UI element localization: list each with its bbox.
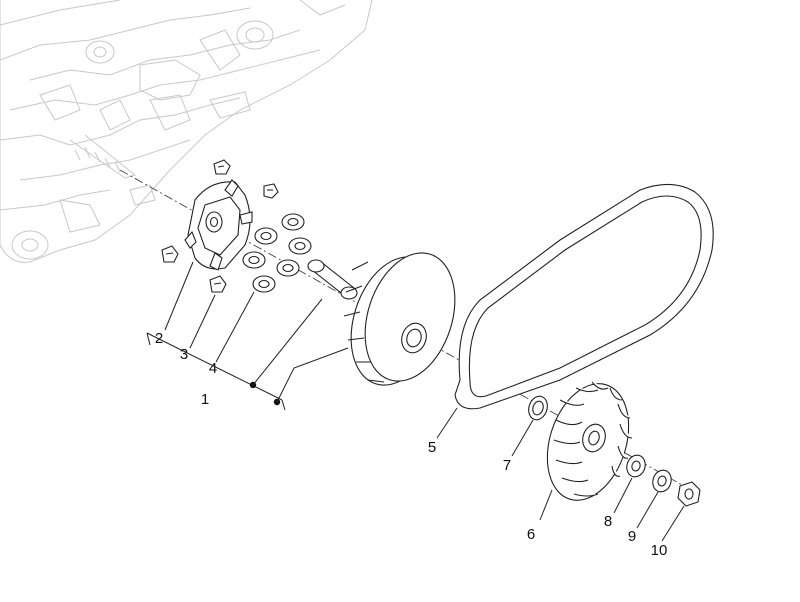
nut-10 <box>677 481 701 507</box>
callout-4: 4 <box>209 360 217 377</box>
movable-pulley <box>343 252 456 386</box>
washer-8 <box>626 454 646 478</box>
sleeve-bushing <box>307 259 358 300</box>
callout-5: 5 <box>428 439 436 456</box>
kit-bracket <box>146 298 349 411</box>
slider-set <box>161 159 279 293</box>
spring-washer-9 <box>652 469 672 493</box>
fixed-pulley <box>546 381 633 501</box>
callout-1: 1 <box>201 391 209 408</box>
leader-lines <box>164 261 685 542</box>
drive-belt <box>454 183 714 410</box>
callout-10: 10 <box>651 542 668 559</box>
washer-7 <box>528 395 548 421</box>
callout-3: 3 <box>180 346 188 363</box>
callout-6: 6 <box>527 526 535 543</box>
callout-8: 8 <box>604 513 612 530</box>
ramp-plate <box>184 179 253 271</box>
roller-weights <box>242 213 312 293</box>
callout-labels: 1 2 3 4 5 6 7 8 9 10 <box>155 330 668 559</box>
callout-9: 9 <box>628 528 636 545</box>
callout-7: 7 <box>503 457 511 474</box>
engine-crankcase-ghost <box>0 0 373 263</box>
callout-2: 2 <box>155 330 163 347</box>
